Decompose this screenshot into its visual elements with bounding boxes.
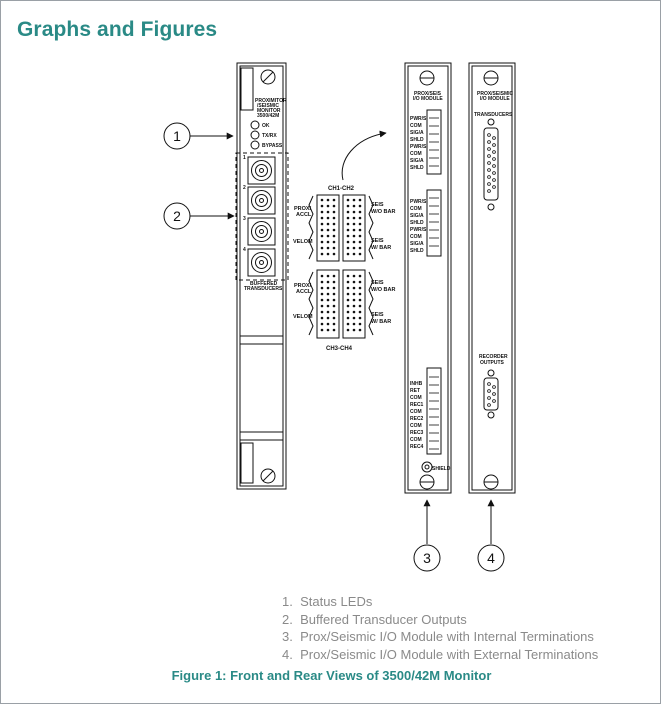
svg-text:W/ BAR: W/ BAR [371,319,391,325]
svg-text:SIG/A: SIG/A [410,213,424,219]
legend-item-4: 4. Prox/Seismic I/O Module with External… [282,646,599,662]
svg-text:PROX/: PROX/ [294,283,312,289]
shield-terminal [421,461,433,473]
svg-text:VELOM: VELOM [293,239,313,245]
svg-text:REC2: REC2 [410,416,424,422]
channel-label-1: 1 [243,155,246,161]
shield-label: SHIELD [432,466,451,472]
svg-text:PWR/S: PWR/S [410,116,427,122]
svg-text:PROXIMITOR: PROXIMITOR [255,98,287,104]
svg-text:PROX/SEISMIC: PROX/SEISMIC [477,91,514,97]
svg-text:BUFFERED: BUFFERED [250,281,278,287]
terminal-title-bottom: CH3-CH4 [326,346,353,352]
section-heading: Graphs and Figures [17,18,218,41]
svg-text:REC4: REC4 [410,444,424,450]
front-model-label: 3500/42M [257,113,279,119]
svg-text:W/O BAR: W/O BAR [371,209,395,215]
svg-text:SIG/A: SIG/A [410,241,424,247]
io-internal-panel [404,62,452,494]
svg-text:SEIS: SEIS [371,202,384,208]
bnc-connector-2 [247,186,276,215]
figure-legend: 1. Status LEDs 2. Buffered Transducer Ou… [282,593,598,663]
svg-text:SEIS: SEIS [371,312,384,318]
channel-label-3: 3 [243,216,246,222]
svg-text:PROX/: PROX/ [294,206,312,212]
svg-text:RECORDER: RECORDER [479,354,508,360]
svg-text:COM: COM [410,151,422,157]
legend-item-1: 1. Status LEDs [282,594,373,609]
figure-caption: Figure 1: Front and Rear Views of 3500/4… [171,668,492,683]
svg-text:SEIS: SEIS [371,238,384,244]
bypass-led [250,140,260,150]
ok-led [250,120,260,130]
svg-text:COM: COM [410,395,422,401]
svg-text:COM: COM [410,123,422,129]
svg-text:COM: COM [410,423,422,429]
svg-text:I/O MODULE: I/O MODULE [480,96,510,102]
svg-text:VELOM: VELOM [293,314,313,320]
svg-text:RET: RET [410,388,420,394]
led-label-txrx: TX/RX [262,133,277,139]
svg-text:ACCL: ACCL [296,212,312,218]
svg-text:I/O MODULE: I/O MODULE [413,96,443,102]
bnc-connector-4 [247,248,276,277]
terminal-block-recorder [426,367,442,455]
svg-text:COM: COM [410,437,422,443]
io-external-panel [468,62,516,494]
channel-label-4: 4 [243,247,246,253]
svg-text:COM: COM [410,206,422,212]
led-label-ok: OK [262,123,270,129]
svg-text:ACCL: ACCL [296,289,312,295]
legend-item-3: 3. Prox/Seismic I/O Module with Internal… [282,629,594,644]
svg-text:INHB: INHB [410,381,423,387]
svg-text:SIG/A: SIG/A [410,158,424,164]
callout-3-circle [413,544,441,572]
svg-text:COM: COM [410,409,422,415]
terminal-title-top: CH1-CH2 [328,186,355,192]
svg-text:MONITOR: MONITOR [257,108,281,114]
svg-text:TRANSDUCERS: TRANSDUCERS [244,286,283,292]
legend-item-2: 2. Buffered Transducer Outputs [282,611,467,627]
transducers-label: TRANSDUCERS [474,112,513,118]
callout-3-number: 3 [423,550,431,566]
callout-4-number: 4 [487,550,495,566]
svg-text:SHLD: SHLD [410,137,424,143]
svg-text:COM: COM [410,234,422,240]
svg-text:SHLD: SHLD [410,248,424,254]
txrx-led [250,130,260,140]
terminal-block-2 [426,189,442,257]
terminal-block-1 [426,109,442,175]
svg-text:W/O BAR: W/O BAR [371,287,395,293]
front-module-panel [236,62,287,490]
led-label-bypass: BYPASS [262,143,283,149]
channel-label-2: 2 [243,185,246,191]
transducers-dsub-connector [483,127,499,201]
svg-text:PWR/S: PWR/S [410,199,427,205]
svg-text:PROX/SEIS: PROX/SEIS [414,91,442,97]
svg-text:/SEISMIC: /SEISMIC [257,103,279,109]
svg-text:REC3: REC3 [410,430,424,436]
svg-text:SIG/A: SIG/A [410,130,424,136]
callout-4-circle [477,544,505,572]
bnc-connector-1 [247,156,276,185]
svg-text:SEIS: SEIS [371,280,384,286]
recorder-dsub-connector [483,377,499,411]
svg-text:OUTPUTS: OUTPUTS [480,360,505,366]
svg-text:SHLD: SHLD [410,220,424,226]
svg-text:PWR/S: PWR/S [410,144,427,150]
bnc-connector-3 [247,217,276,246]
svg-text:SHLD: SHLD [410,165,424,171]
svg-text:REC1: REC1 [410,402,424,408]
callout-1-number: 1 [173,128,181,144]
svg-text:W/ BAR: W/ BAR [371,245,391,251]
svg-text:PWR/S: PWR/S [410,227,427,233]
callout-2-number: 2 [173,208,181,224]
